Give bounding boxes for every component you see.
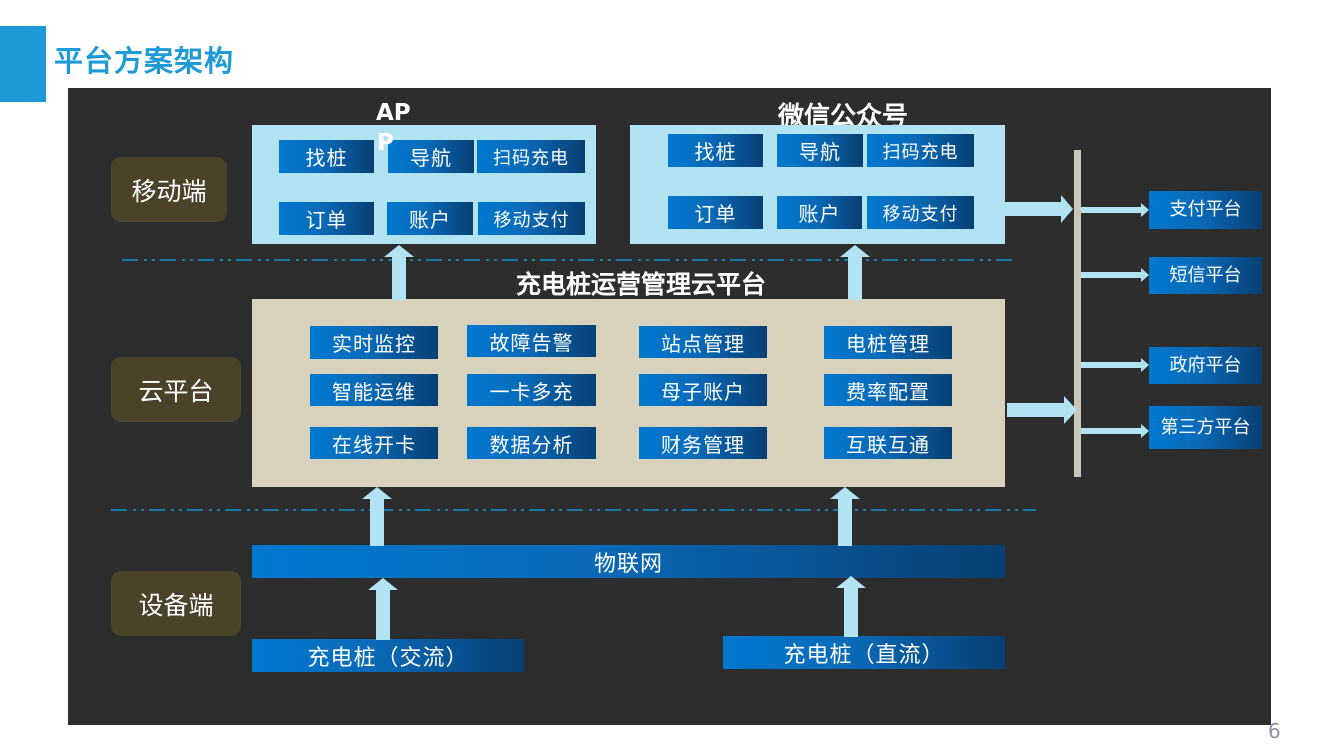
cloud-platform-heading: 充电桩运营管理云平台 [516,270,767,299]
separator-cloud-device [111,509,1036,511]
arrow-iot-to-cloud-left-icon [362,487,392,546]
cloud-item-data-analysis: 数据分析 [467,427,596,459]
app-item-find-pile: 找桩 [279,140,374,173]
device-dc-pile: 充电桩（直流） [723,636,1005,669]
arrow-bus-to-sms-icon [1081,268,1149,282]
arrow-iot-to-cloud-right-icon [830,487,860,546]
cloud-item-pile-mgmt: 电桩管理 [824,326,952,359]
arrow-cloud-to-app-icon [384,245,414,300]
wechat-item-account: 账户 [777,196,862,229]
cloud-item-sub-accounts: 母子账户 [639,374,767,406]
cloud-item-station-mgmt: 站点管理 [639,326,767,358]
ext-third-party-platform: 第三方平台 [1149,406,1262,449]
layer-label-device: 设备端 [111,571,241,636]
device-ac-pile: 充电桩（交流） [252,639,524,672]
page-number: 6 [1268,719,1281,743]
slide-title: 平台方案架构 [54,44,235,78]
app-item-mobile-pay: 移动支付 [478,202,585,235]
wechat-item-navigation: 导航 [777,134,863,167]
arrow-dc-to-iot-icon [836,576,866,637]
wechat-item-orders: 订单 [668,196,763,229]
app-item-account: 账户 [387,202,473,235]
ext-payment-platform: 支付平台 [1149,191,1262,229]
arrow-bus-to-payment-icon [1081,203,1149,217]
cloud-item-online-card: 在线开卡 [310,427,438,459]
app-item-orders: 订单 [279,202,374,235]
wechat-item-mobile-pay: 移动支付 [867,196,974,229]
app-item-scan-charge: 扫码充电 [477,140,585,173]
cloud-item-finance: 财务管理 [639,427,767,459]
cloud-item-realtime-monitor: 实时监控 [310,326,438,359]
wechat-item-scan-charge: 扫码充电 [867,134,974,167]
app-item-navigation: 导航 [388,140,474,173]
external-bus-bar [1074,150,1081,477]
wechat-item-find-pile: 找桩 [668,134,763,167]
cloud-item-one-card: 一卡多充 [467,374,596,406]
arrow-cloud-to-wechat-icon [840,245,870,300]
arrow-ac-to-iot-icon [368,578,398,640]
arrow-wechat-to-bus-icon [1005,195,1073,223]
title-accent-bar [0,26,46,102]
ext-government-platform: 政府平台 [1149,347,1262,384]
separator-mobile-cloud [122,259,1014,261]
cloud-item-rate-config: 费率配置 [824,374,952,406]
arrow-bus-to-third-party-icon [1081,424,1149,438]
app-heading-wrap: P [377,130,394,156]
cloud-item-smart-ops: 智能运维 [310,374,438,406]
ext-sms-platform: 短信平台 [1149,257,1262,294]
iot-label: 物联网 [593,551,663,577]
cloud-item-interconnect: 互联互通 [824,427,952,459]
layer-label-mobile: 移动端 [111,157,227,222]
arrow-bus-to-government-icon [1081,358,1149,372]
layer-label-cloud: 云平台 [111,357,241,422]
iot-bar: 物联网 [252,545,1005,578]
app-heading: AP [376,100,411,126]
cloud-item-fault-alarm: 故障告警 [467,325,596,357]
arrow-cloud-to-bus-icon [1007,396,1077,424]
